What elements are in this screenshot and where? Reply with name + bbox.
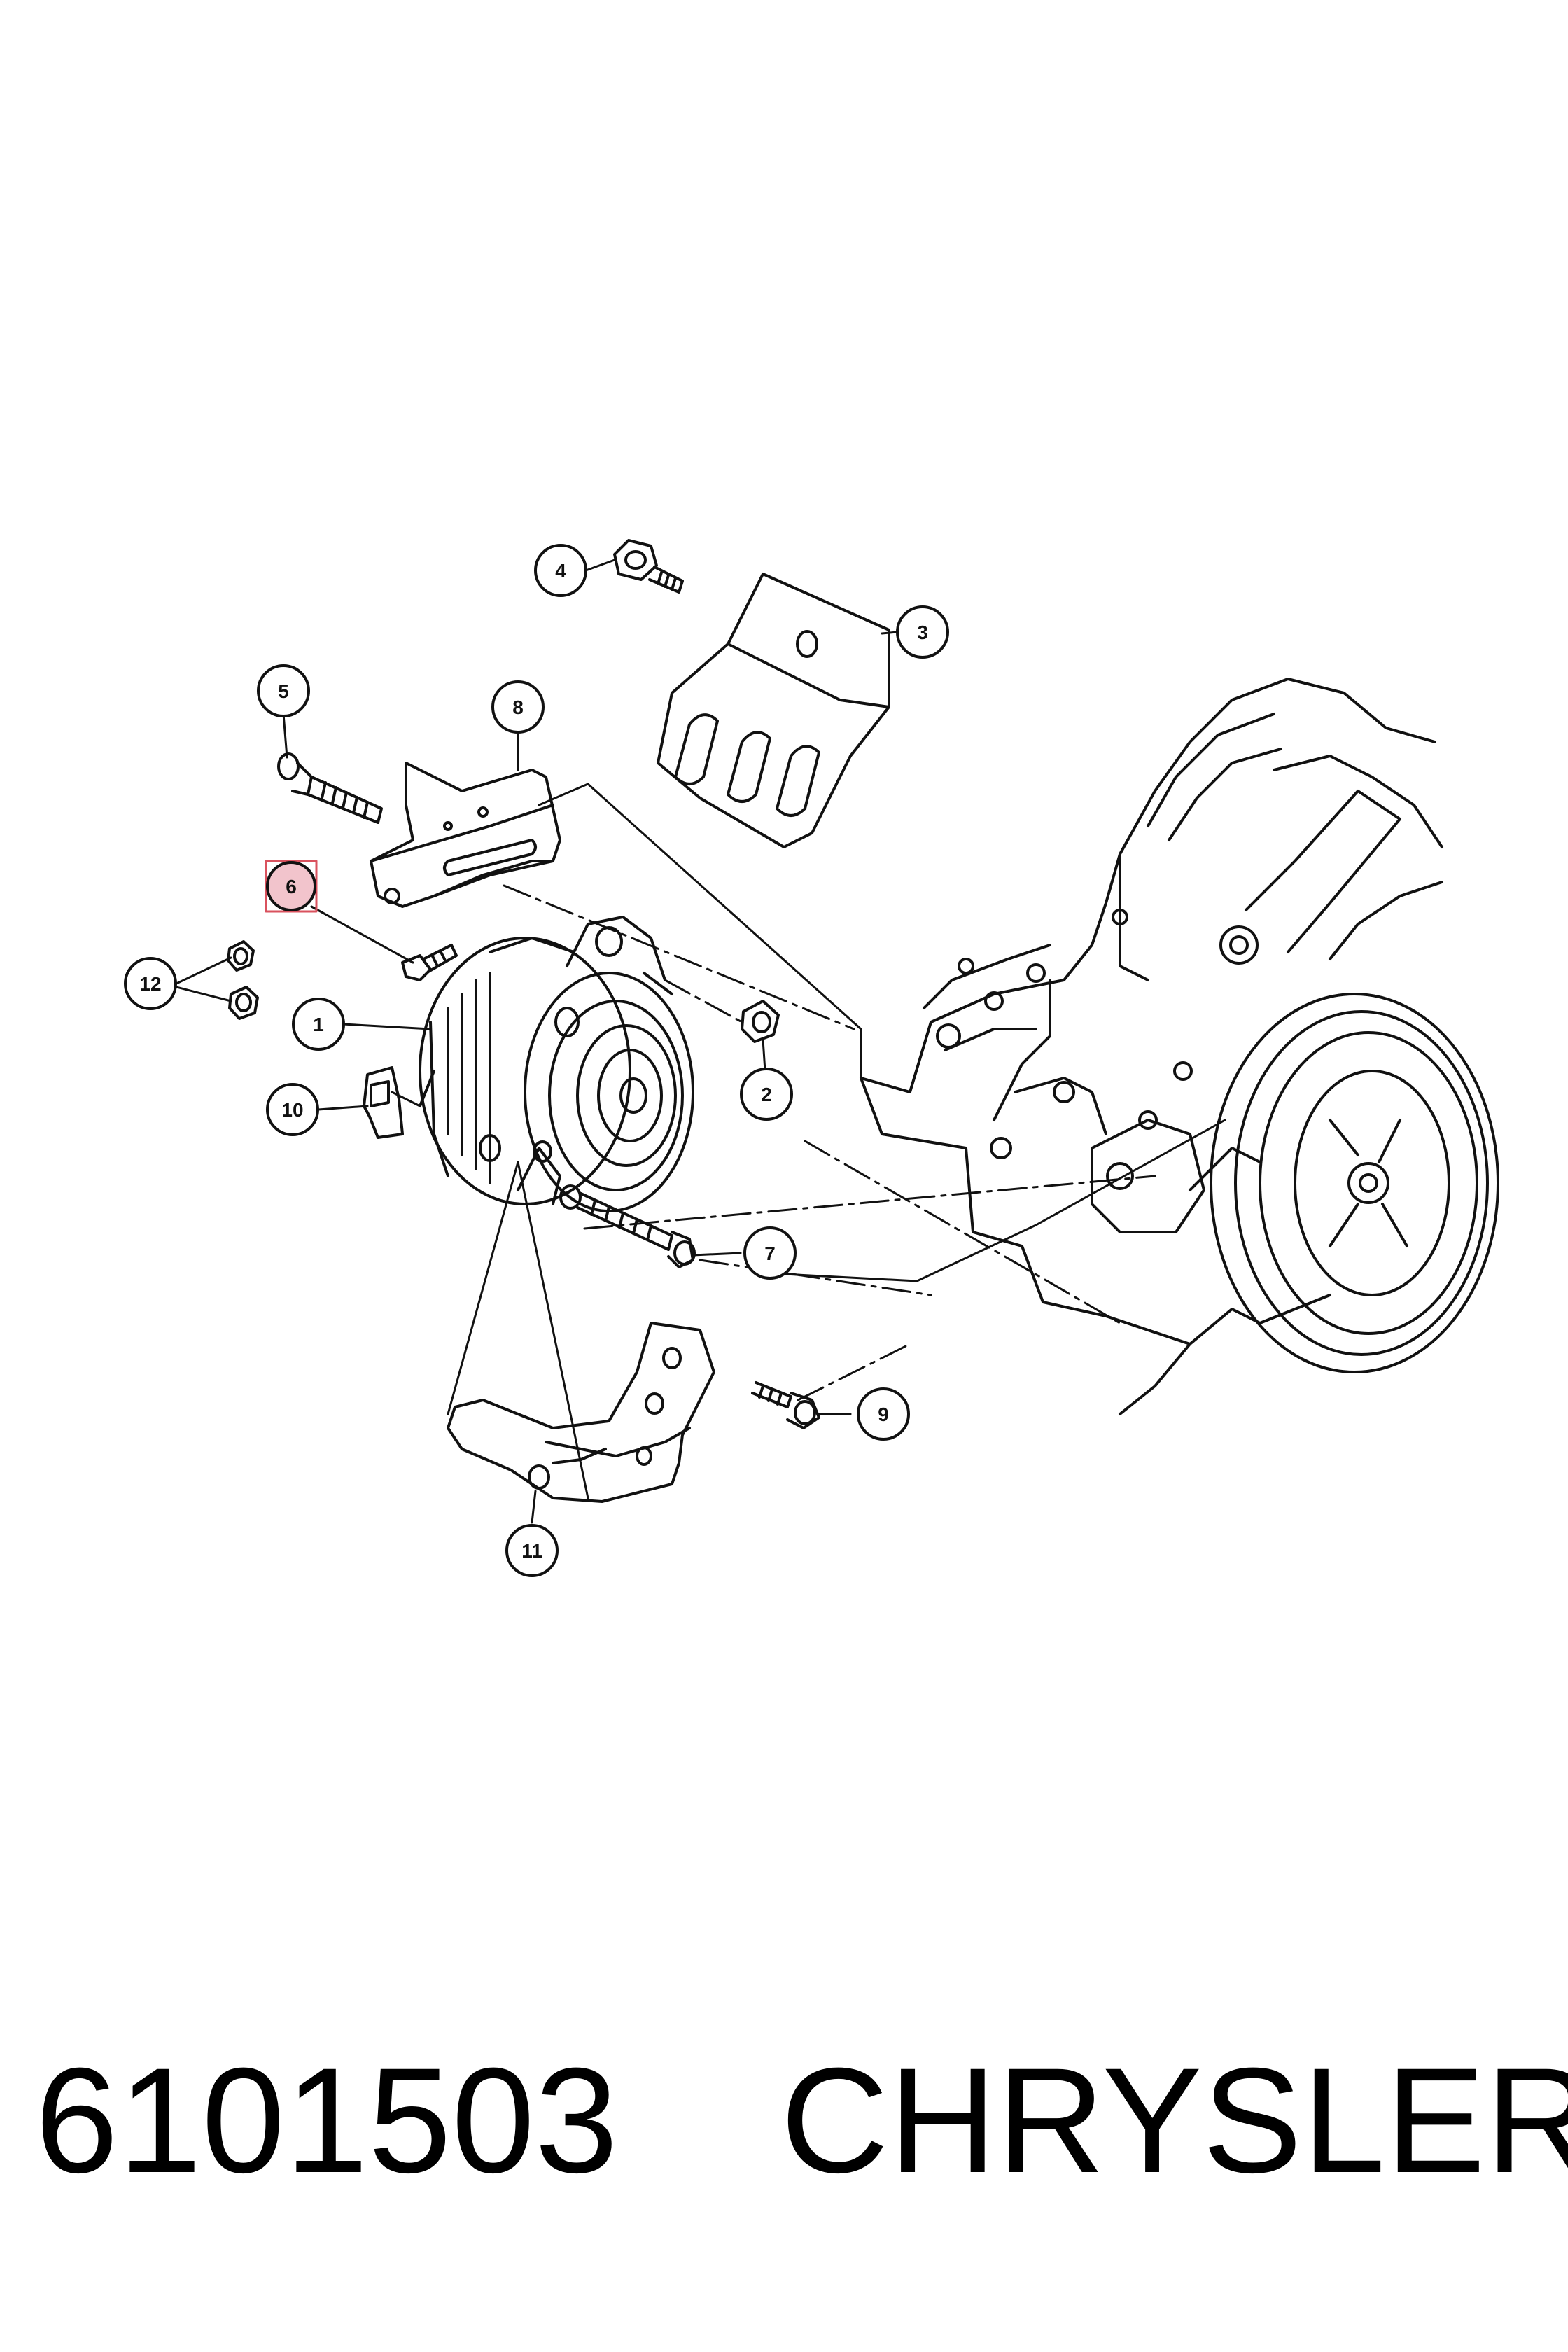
- svg-text:1: 1: [313, 1014, 324, 1035]
- callout-8[interactable]: 8: [491, 680, 545, 734]
- bolt-part-5: [277, 752, 383, 824]
- callout-10[interactable]: 10: [266, 1083, 319, 1136]
- callout-3[interactable]: 3: [896, 606, 949, 659]
- bolt-part-9: [751, 1381, 820, 1429]
- svg-text:11: 11: [522, 1540, 542, 1562]
- assembly-lines: [503, 884, 1156, 1401]
- leader-lines: [175, 559, 899, 1524]
- svg-text:8: 8: [512, 696, 524, 718]
- crank-pulley: [1210, 993, 1499, 1373]
- callout-12[interactable]: 12: [124, 957, 177, 1010]
- callout-11[interactable]: 11: [505, 1524, 559, 1577]
- callout-4[interactable]: 4: [534, 544, 587, 597]
- svg-text:10: 10: [281, 1099, 303, 1121]
- callout-7[interactable]: 7: [743, 1226, 797, 1280]
- callout-5[interactable]: 5: [257, 664, 310, 718]
- part-number-caption: 6101503: [35, 2037, 619, 2204]
- callout-1[interactable]: 1: [292, 997, 345, 1051]
- nuts-part-12: [227, 940, 259, 1020]
- alternator: [419, 916, 694, 1212]
- svg-text:6: 6: [286, 876, 297, 897]
- callout-9[interactable]: 9: [857, 1387, 910, 1441]
- engine-block: [860, 678, 1443, 1415]
- upper-bracket: [370, 762, 561, 908]
- svg-text:3: 3: [917, 622, 928, 643]
- callout-2[interactable]: 2: [740, 1068, 793, 1121]
- svg-text:2: 2: [761, 1084, 772, 1105]
- brand-caption: CHRYSLER: [780, 2037, 1568, 2204]
- svg-text:12: 12: [139, 973, 161, 995]
- clip-part-10: [363, 1066, 404, 1139]
- callout-6[interactable]: 6: [265, 860, 318, 913]
- bolt-part-4: [613, 539, 684, 594]
- routing-lines: [391, 783, 1226, 1499]
- heat-shield: [657, 573, 890, 848]
- nut-part-2: [741, 1000, 780, 1043]
- lower-bracket: [447, 1322, 715, 1503]
- svg-text:4: 4: [555, 560, 566, 582]
- svg-text:7: 7: [764, 1242, 776, 1264]
- svg-text:5: 5: [278, 680, 289, 702]
- svg-text:9: 9: [878, 1404, 889, 1425]
- bolt-part-7: [559, 1184, 696, 1268]
- bolt-part-6: [401, 944, 458, 981]
